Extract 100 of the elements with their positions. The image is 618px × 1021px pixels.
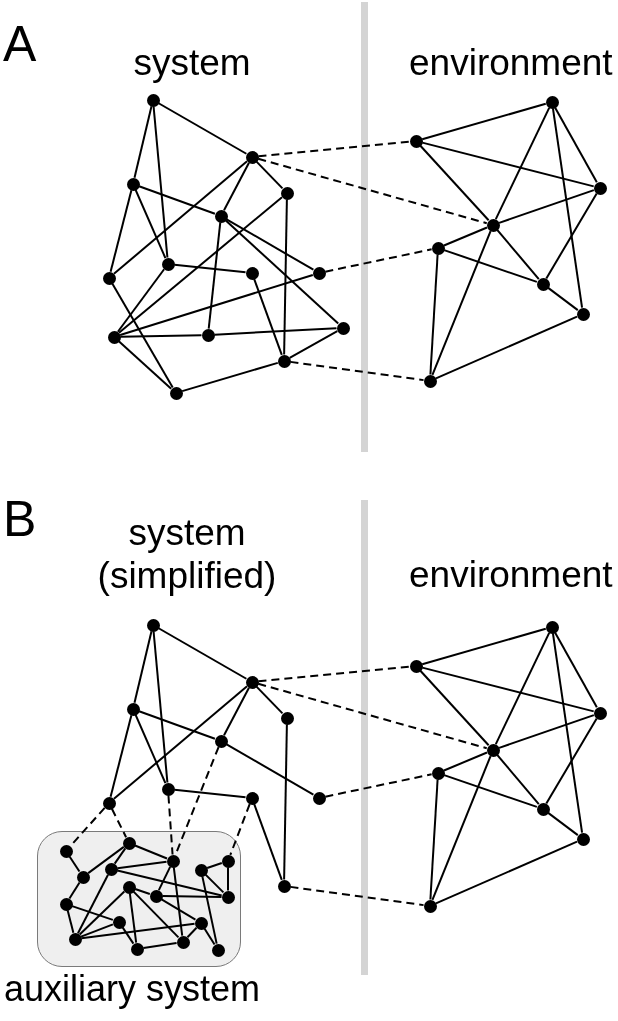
network-node-dot	[545, 620, 559, 634]
connection-line	[434, 840, 579, 905]
dashed-connection-line	[257, 140, 411, 158]
network-node-dot	[161, 257, 175, 271]
region-label: system	[132, 42, 252, 85]
network-node-dot	[409, 659, 423, 673]
connection-line	[554, 106, 598, 184]
connection-line	[112, 160, 249, 275]
connection-line	[119, 334, 203, 338]
network-node-dot	[277, 879, 291, 893]
network-node-dot	[245, 791, 259, 805]
connection-line	[128, 892, 138, 944]
connection-line	[213, 327, 338, 336]
connection-line	[134, 888, 151, 895]
connection-line	[173, 263, 247, 274]
connection-line	[443, 249, 538, 283]
connection-line	[71, 905, 114, 921]
dashed-connection-line	[324, 248, 433, 273]
connection-line	[419, 669, 490, 747]
connection-line	[225, 218, 315, 271]
connection-line	[421, 102, 547, 141]
connection-line	[113, 847, 127, 865]
network-node-dot	[536, 277, 550, 291]
region-label: environment	[409, 42, 613, 85]
connection-line	[419, 144, 490, 222]
connection-line	[80, 922, 196, 940]
connection-line	[551, 632, 584, 834]
connection-line	[253, 278, 283, 356]
network-node-dot	[277, 354, 291, 368]
connection-line	[160, 898, 197, 921]
connection-line	[68, 855, 81, 873]
network-node-dot	[593, 181, 607, 195]
network-node-dot	[593, 706, 607, 720]
connection-line	[76, 873, 110, 935]
connection-line	[118, 196, 283, 334]
connection-line	[421, 666, 595, 713]
network-node-dot	[409, 134, 423, 148]
connection-line	[204, 873, 225, 894]
connection-line	[109, 189, 133, 273]
connection-line	[78, 890, 126, 936]
connection-line	[547, 286, 579, 312]
connection-line	[206, 862, 223, 869]
network-node-dot	[214, 209, 228, 223]
network-node-dot	[486, 743, 500, 757]
connection-line	[224, 219, 340, 325]
network-node-dot	[423, 899, 437, 913]
dashed-connection-line	[324, 773, 433, 798]
connection-line	[134, 844, 168, 860]
connection-line	[429, 778, 439, 901]
connection-line	[66, 909, 75, 934]
connection-line	[109, 714, 133, 798]
network-node-dot	[146, 93, 160, 107]
connection-line	[80, 923, 114, 938]
connection-line	[421, 141, 595, 188]
region-label: system (simplified)	[96, 512, 278, 598]
connection-line	[255, 160, 284, 190]
connection-line	[133, 630, 153, 704]
panel-letter: B	[3, 491, 37, 549]
network-node-dot	[245, 150, 259, 164]
network-node-dot	[312, 266, 326, 280]
network-node-dot	[486, 218, 500, 232]
connection-line	[112, 685, 249, 800]
connection-line	[223, 686, 250, 737]
connection-line	[119, 273, 314, 337]
connection-line	[173, 788, 247, 799]
connection-line	[134, 188, 167, 260]
network-node-dot	[536, 802, 550, 816]
dashed-connection-line	[257, 665, 411, 683]
connection-line	[157, 865, 172, 892]
network-node-dot	[201, 328, 215, 342]
connection-line	[68, 881, 81, 900]
connection-line	[545, 717, 598, 805]
connection-line	[116, 869, 223, 897]
connection-line	[288, 330, 339, 359]
network-node-dot	[336, 321, 350, 335]
network-node-dot	[126, 177, 140, 191]
connection-line	[283, 198, 288, 356]
network-node-dot	[126, 702, 140, 716]
connection-line	[551, 107, 584, 309]
network-node-dot	[431, 766, 445, 780]
network-node-dot	[431, 241, 445, 255]
connection-line	[116, 860, 168, 870]
connection-line	[496, 228, 540, 281]
connection-line	[443, 226, 488, 247]
dashed-connection-line	[257, 682, 488, 750]
connection-line	[421, 627, 547, 666]
dashed-connection-line	[167, 794, 174, 856]
connection-line	[498, 189, 595, 224]
dashed-connection-line	[110, 807, 128, 839]
network-node-dot	[146, 618, 160, 632]
connection-line	[554, 631, 598, 709]
connection-line	[223, 161, 250, 212]
region-label: environment	[409, 554, 613, 597]
connection-line	[434, 315, 579, 380]
network-node-dot	[107, 330, 121, 344]
connection-line	[138, 185, 216, 215]
network-node-dot	[245, 266, 259, 280]
connection-line	[116, 268, 166, 333]
network-node-dot	[545, 95, 559, 109]
connection-line	[429, 253, 439, 376]
